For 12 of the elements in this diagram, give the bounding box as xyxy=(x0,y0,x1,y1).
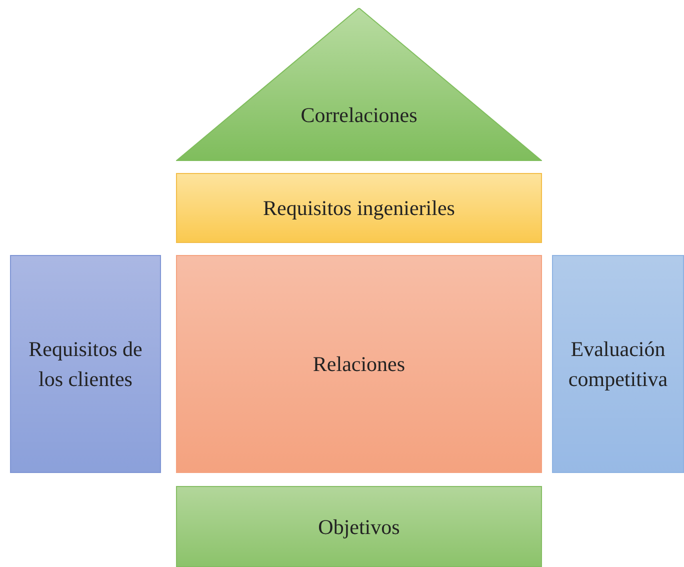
side-box xyxy=(552,255,684,473)
box-label: Relaciones xyxy=(312,351,406,378)
center-box xyxy=(176,255,542,473)
box-label: Correlaciones xyxy=(300,102,418,128)
box-label: Requisitos de los clientes xyxy=(28,336,144,393)
box-label: Objetivos xyxy=(318,514,400,540)
band-box xyxy=(176,173,542,243)
side-box xyxy=(10,255,161,473)
box-label: Evaluación competitiva xyxy=(567,336,669,393)
box-label: Requisitos ingenieriles xyxy=(263,195,455,222)
roof-triangle xyxy=(176,8,542,161)
base-box xyxy=(176,486,542,567)
